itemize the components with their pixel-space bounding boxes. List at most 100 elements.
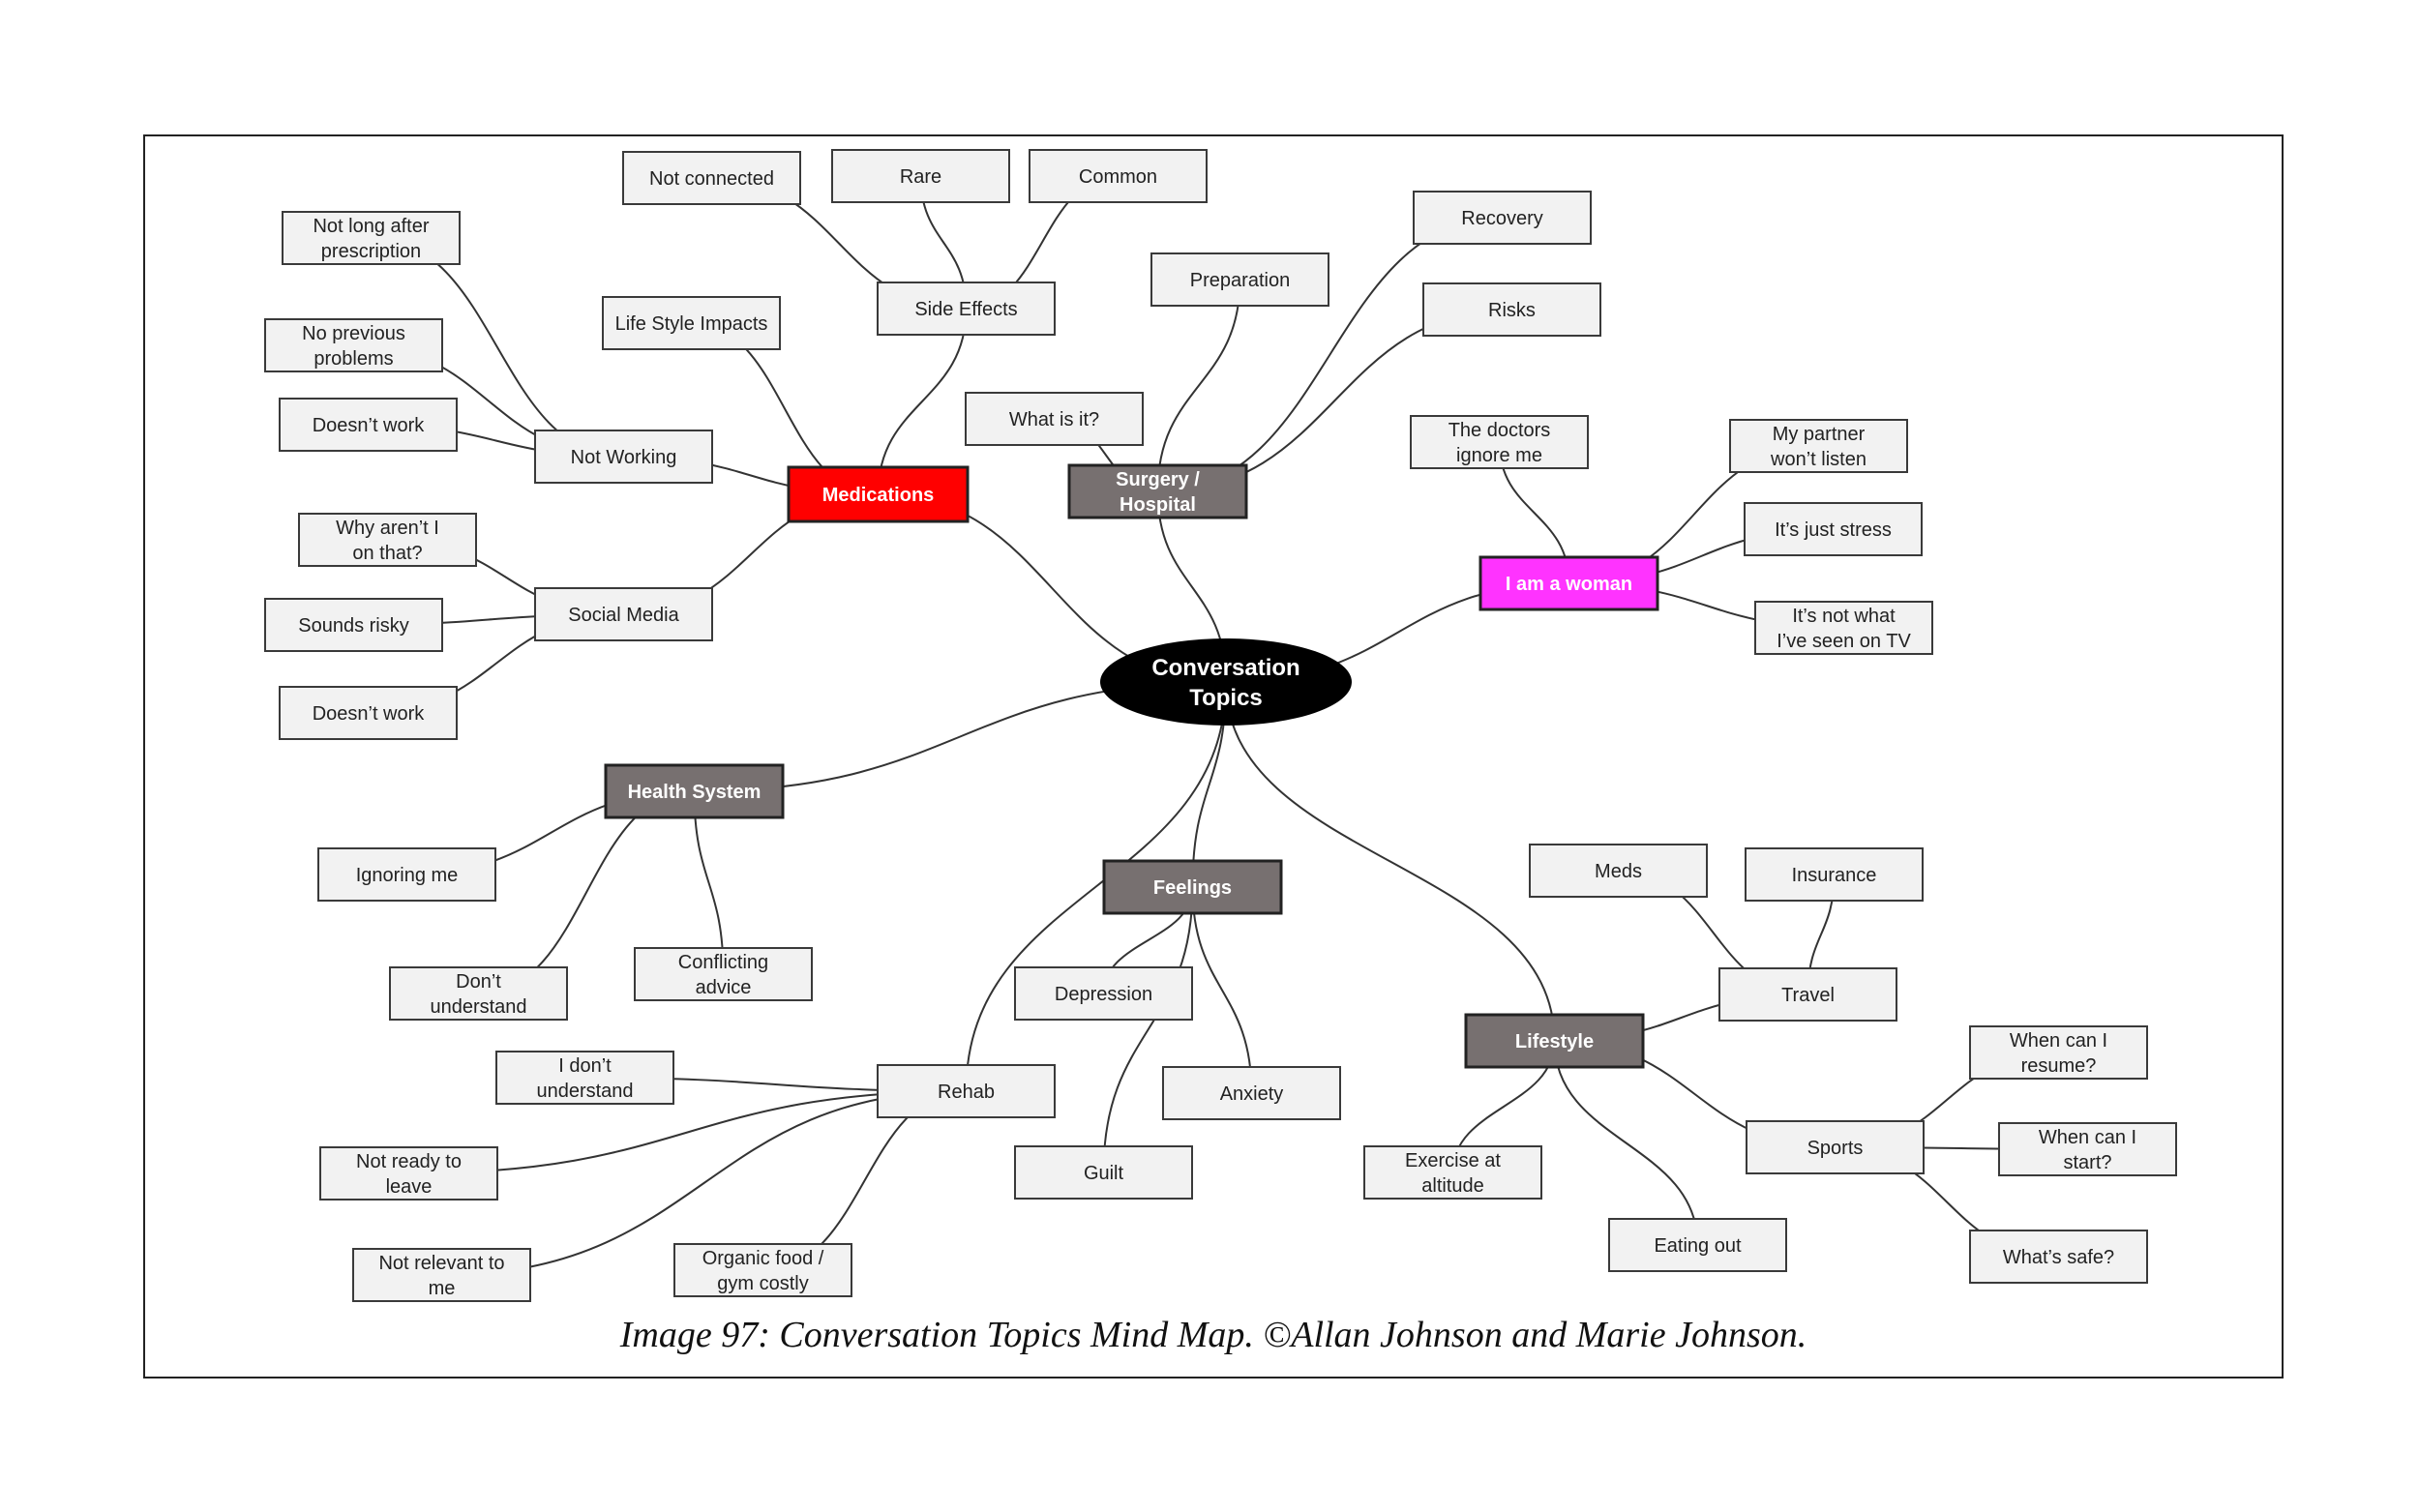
connector-root-rehab [965, 681, 1227, 1092]
node-box [534, 587, 713, 641]
topic-node-not-working: Not Working [534, 430, 713, 484]
node-label: Health System [628, 782, 762, 803]
node-box [1422, 282, 1601, 337]
node-label: Anxiety [1220, 1083, 1284, 1105]
node-box [1014, 1145, 1193, 1200]
node-box [965, 392, 1144, 446]
node-box [1363, 1145, 1542, 1200]
node-box [1410, 415, 1589, 469]
node-box [319, 1146, 498, 1201]
topic-node-anxiety: Anxiety [1162, 1066, 1341, 1120]
topic-node-preparation: Preparation [1150, 252, 1329, 307]
topic-node-sports: Sports [1746, 1120, 1925, 1174]
connector-root-lifestyle [1225, 681, 1556, 1042]
node-label: Social Media [568, 605, 679, 626]
node-box [495, 1051, 674, 1105]
node-label: Side Effects [914, 299, 1017, 320]
node-label: Surgery /Hospital [1116, 469, 1200, 516]
node-box [298, 513, 477, 567]
node-label: It’s just stress [1775, 519, 1892, 541]
connector-rehab-not-ready [408, 1090, 967, 1174]
node-label: What’s safe? [2003, 1247, 2114, 1268]
node-label: Life Style Impacts [615, 313, 768, 335]
node-label: Sounds risky [298, 615, 409, 637]
node-label: What is it? [1009, 409, 1099, 430]
node-box [602, 296, 781, 350]
hub-node-lifestyle: Lifestyle [1464, 1013, 1645, 1069]
hub-node-woman: I am a woman [1478, 555, 1659, 611]
node-box [1029, 149, 1208, 203]
connector-lifestyle-eating-out [1553, 1040, 1699, 1246]
node-label: Common [1079, 166, 1157, 188]
hub-node-feelings: Feelings [1102, 859, 1283, 915]
node-box [1413, 191, 1592, 245]
node-box [282, 211, 461, 265]
node-label: I am a woman [1506, 574, 1632, 595]
figure-frame [143, 134, 2284, 1379]
node-label: Not Working [571, 447, 677, 468]
node-label: Doesn’t work [313, 415, 426, 436]
connector-rehab-not-relevant [441, 1090, 967, 1276]
topic-node-recovery: Recovery [1413, 191, 1592, 245]
topic-node-guilt: Guilt [1014, 1145, 1193, 1200]
node-label: Sports [1807, 1138, 1864, 1159]
connector-medications-side-effects [877, 308, 968, 495]
topic-node-eating-out: Eating out [1608, 1218, 1787, 1272]
hub-node-medications: Medications [787, 465, 970, 523]
topic-node-side-effects: Side Effects [877, 282, 1056, 336]
node-label: Guilt [1084, 1163, 1124, 1184]
node-label: Rare [900, 166, 941, 188]
topic-node-organic-food: Organic food /gym costly [673, 1243, 852, 1297]
node-box [622, 151, 801, 205]
node-box [1969, 1025, 2148, 1080]
hub-node-health-system: Health System [604, 763, 785, 819]
topic-node-social-media: Social Media [534, 587, 713, 641]
node-label: Medications [822, 485, 935, 506]
node-label: Travel [1781, 985, 1835, 1006]
topic-node-sounds-risky: Sounds risky [264, 598, 443, 652]
node-label: Lifestyle [1515, 1031, 1594, 1052]
root-ellipse [1100, 638, 1352, 726]
connector-surgery-preparation [1156, 279, 1241, 492]
figure-caption: Image 97: Conversation Topics Mind Map. … [619, 1315, 1807, 1355]
node-box [634, 947, 813, 1001]
node-box [264, 318, 443, 372]
hub-node-surgery: Surgery /Hospital [1067, 463, 1248, 519]
node-label: Doesn’t work [313, 703, 426, 725]
node-box [1744, 502, 1923, 556]
node-box [1102, 859, 1283, 915]
node-box [1998, 1122, 2177, 1176]
node-label: Meds [1595, 861, 1642, 882]
node-label: Rehab [938, 1082, 995, 1103]
topic-node-depression: Depression [1014, 966, 1193, 1021]
node-box [317, 847, 496, 902]
node-box [1067, 463, 1248, 519]
connector-feelings-guilt [1102, 886, 1194, 1173]
node-box [1718, 967, 1897, 1022]
topic-node-rare: Rare [831, 149, 1010, 203]
topic-node-common: Common [1029, 149, 1208, 203]
topic-node-life-style-impacts: Life Style Impacts [602, 296, 781, 350]
topic-node-ignoring-me: Ignoring me [317, 847, 496, 902]
node-box [1014, 966, 1193, 1021]
node-box [831, 149, 1010, 203]
node-box [604, 763, 785, 819]
